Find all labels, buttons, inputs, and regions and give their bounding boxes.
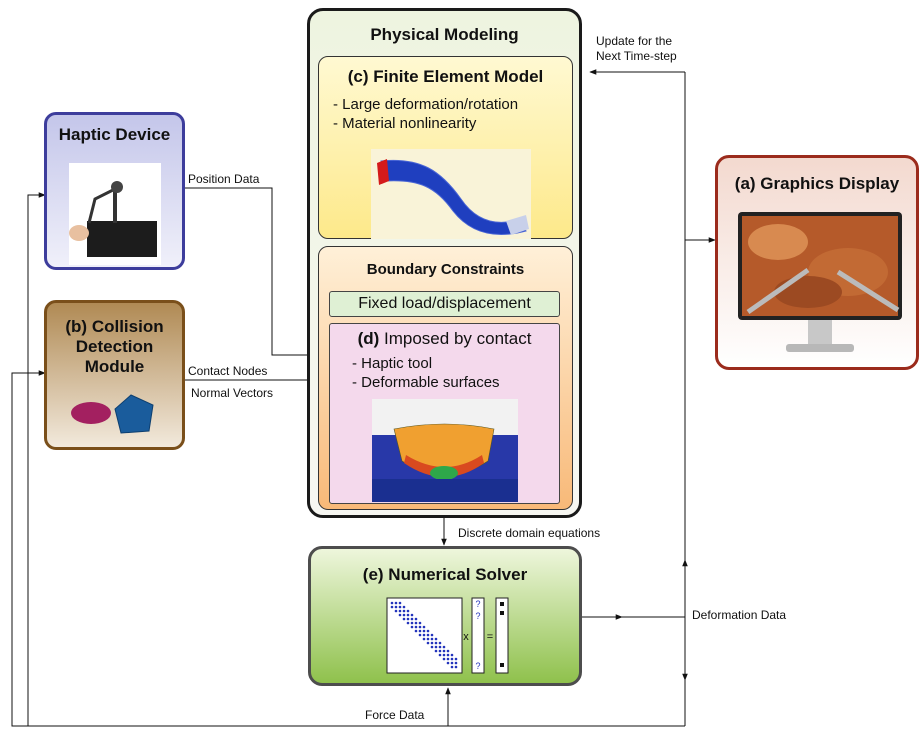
contact-mesh-image (372, 399, 518, 502)
contact-bullet: - Haptic tool (352, 355, 433, 372)
position-data-label: Position Data (188, 172, 260, 186)
boundary-box: Boundary Constraints Fixed load/displace… (318, 246, 573, 510)
fem-bullet: - Material nonlinearity (333, 115, 477, 132)
boundary-title: Boundary Constraints (366, 261, 525, 278)
haptic-device-box: Haptic Device (44, 112, 185, 270)
solver-matrix-image: ? ? ? x = (386, 597, 509, 674)
normal-vectors-label: Normal Vectors (191, 386, 274, 400)
collision-detection-box: (b) Collision Detection Module (44, 300, 185, 450)
contact-tag: (d) (357, 329, 380, 348)
fem-beam-image (371, 149, 531, 239)
collision-title: (b) Collision (65, 317, 164, 336)
fem-bullet: - Large deformation/rotation (333, 96, 519, 113)
physical-modeling-title: Physical Modeling (370, 25, 519, 44)
contact-bullet: - Deformable surfaces (352, 374, 500, 391)
times-sign: x (463, 631, 469, 643)
graphics-display-title: (a) Graphics Display (734, 174, 900, 193)
solver-title: (e) Numerical Solver (362, 565, 528, 584)
haptic-device-title: Haptic Device (58, 125, 171, 144)
discrete-equations-label: Discrete domain equations (458, 526, 601, 540)
equals-sign: = (487, 631, 493, 643)
contact-box: (d) Imposed by contact - Haptic tool - D… (329, 323, 560, 504)
unknown-mark: ? (475, 599, 480, 609)
force-to-haptic-line (27, 192, 46, 726)
unknown-mark: ? (475, 661, 480, 671)
update-label: Update for the (596, 34, 673, 48)
numerical-solver-box: (e) Numerical Solver ? ? ? x = (308, 546, 582, 686)
graphics-monitor-image (738, 212, 902, 352)
fem-title: (c) Finite Element Model (347, 67, 544, 86)
fixed-load-label: Fixed load/displacement (358, 295, 531, 312)
force-data-label: Force Data (365, 708, 425, 722)
contact-title: Imposed by contact (384, 329, 532, 348)
position-data-arrow (185, 187, 326, 358)
collision-shapes-icon (71, 394, 154, 434)
collision-title: Module (84, 357, 145, 376)
contact-nodes-label: Contact Nodes (188, 364, 268, 378)
physical-modeling-box: Physical Modeling (c) Finite Element Mod… (307, 8, 582, 518)
update-label: Next Time-step (596, 49, 677, 63)
collision-title: Detection (75, 337, 154, 356)
deformation-data-label: Deformation Data (692, 608, 787, 622)
graphics-display-box: (a) Graphics Display (715, 155, 919, 370)
unknown-mark: ? (475, 611, 480, 621)
fixed-load-box: Fixed load/displacement (329, 291, 560, 317)
fem-box: (c) Finite Element Model - Large deforma… (318, 56, 573, 239)
haptic-device-image (69, 163, 161, 265)
